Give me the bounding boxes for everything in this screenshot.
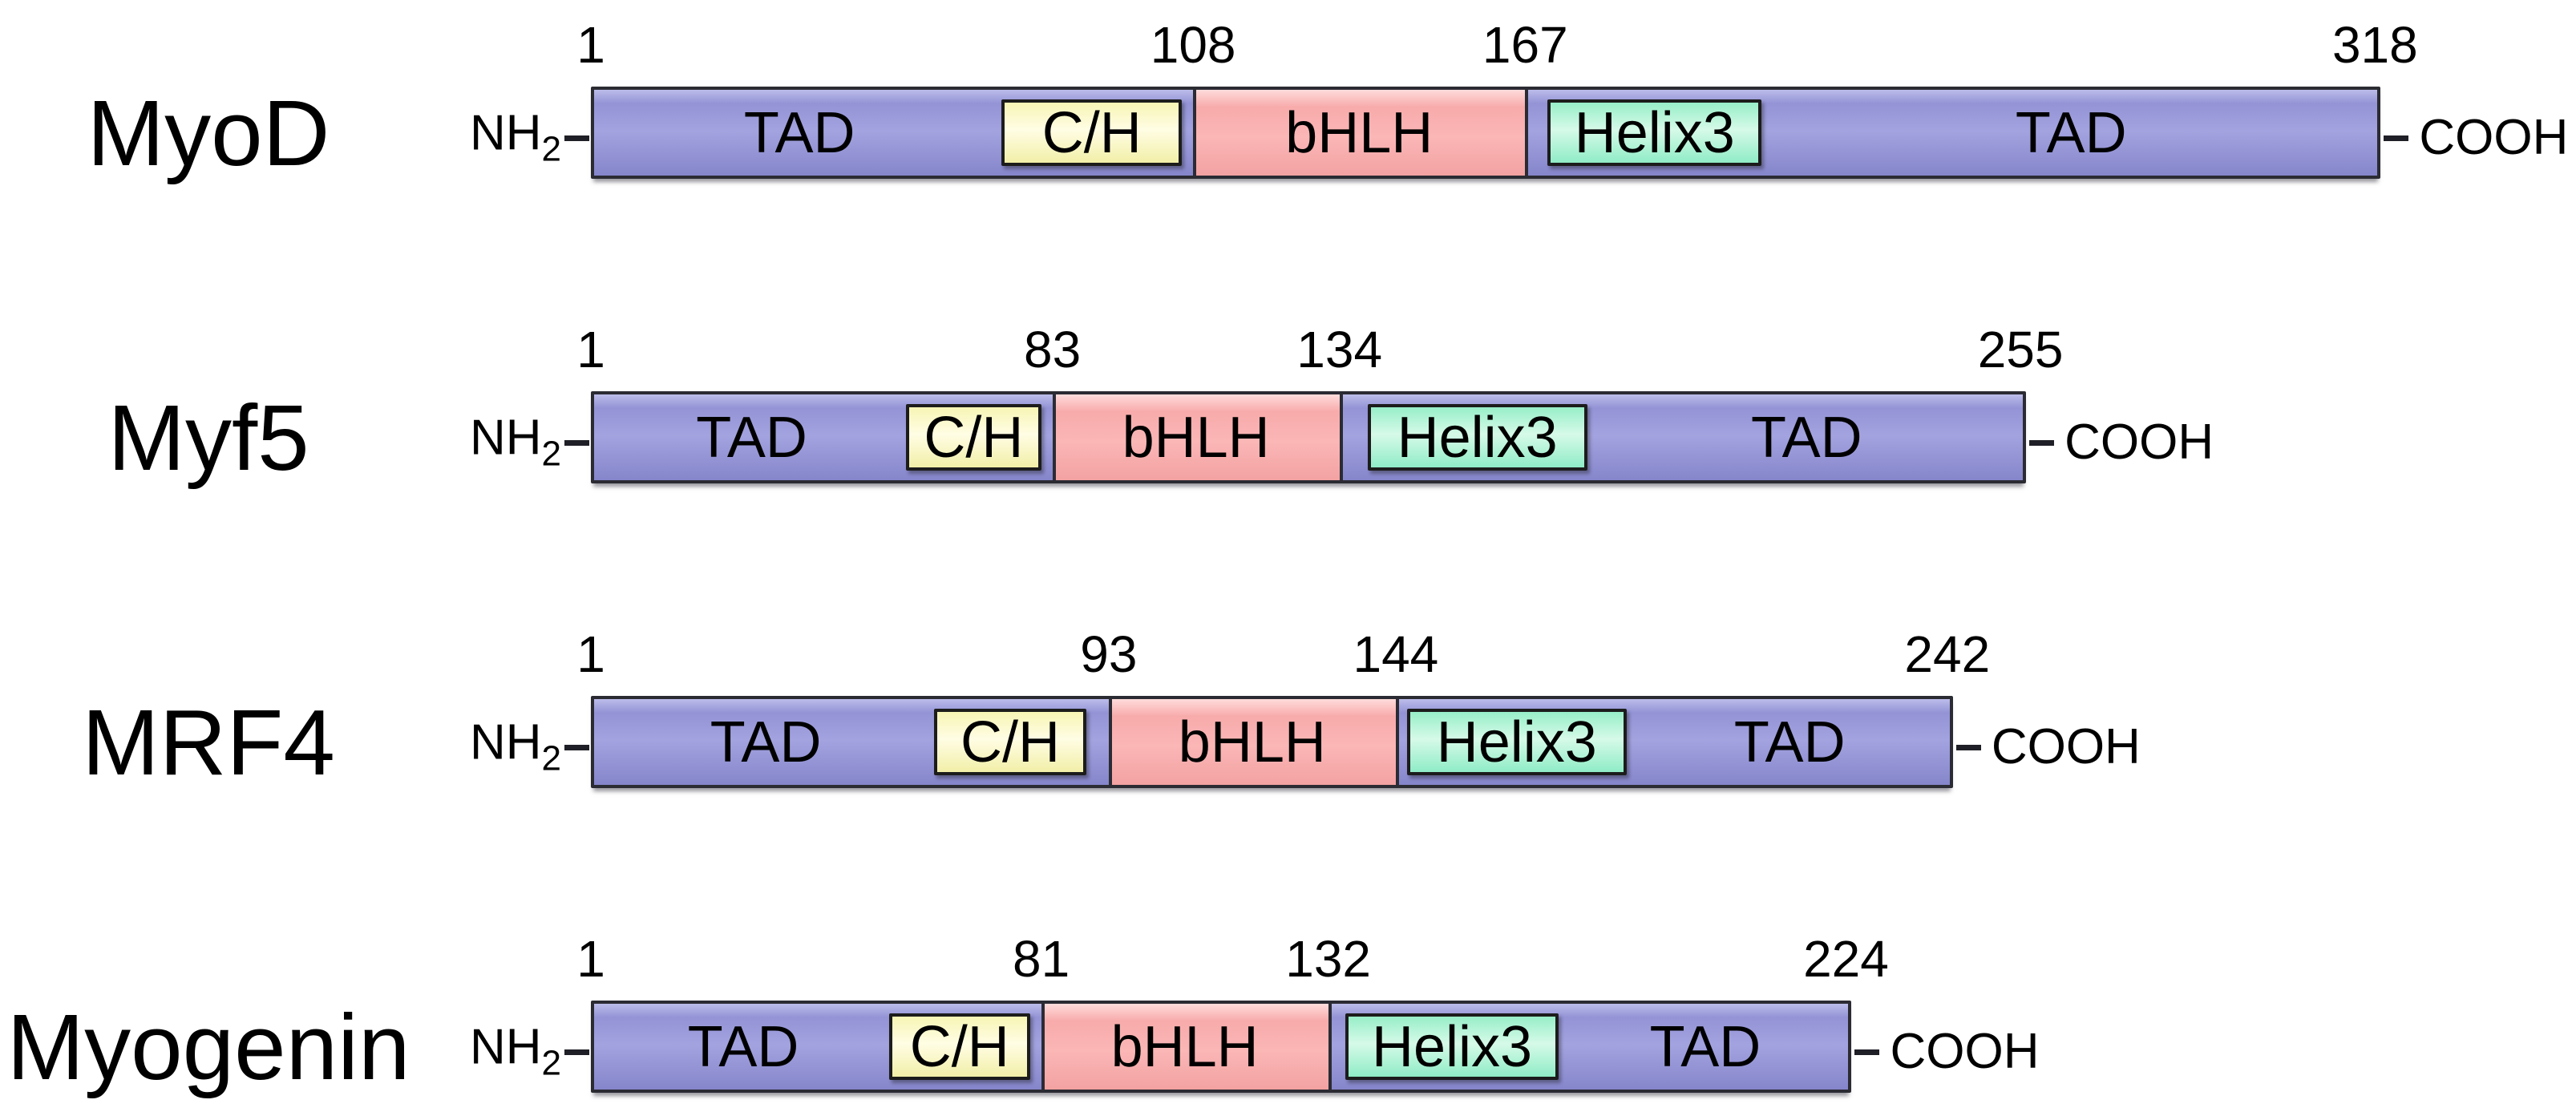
ch-domain-box: C/H <box>934 709 1086 775</box>
residue-tick-label: 255 <box>1977 321 2064 378</box>
nh2-main-text: NH <box>469 410 542 465</box>
residue-tick-label: 81 <box>1013 930 1070 988</box>
residue-tick-label: 108 <box>1150 16 1236 74</box>
residue-tick-label: 167 <box>1482 16 1568 74</box>
bhlh-domain-label: bHLH <box>1178 710 1326 774</box>
tad-c-label: TAD <box>1649 1014 1761 1079</box>
residue-tick-label: 1 <box>576 625 605 683</box>
nh2-subscript: 2 <box>541 738 561 778</box>
cooh-connector-dash <box>1854 1049 1880 1055</box>
nh2-subscript: 2 <box>541 1043 561 1082</box>
nh2-main-text: NH <box>469 714 542 770</box>
nh2-terminus-label: NH2 <box>0 108 561 167</box>
helix3-domain-box: Helix3 <box>1547 99 1762 166</box>
helix3-domain-box: Helix3 <box>1406 709 1627 775</box>
cooh-terminus-label: COOH <box>1890 1023 2040 1079</box>
residue-tick-label: 93 <box>1080 625 1138 683</box>
tad-n-label: TAD <box>696 405 807 470</box>
bhlh-domain-label: bHLH <box>1122 405 1270 470</box>
residue-tick-label: 1 <box>576 321 605 378</box>
ch-domain-box: C/H <box>1001 99 1183 166</box>
protein-name-label: Myogenin <box>6 994 410 1099</box>
ch-domain-label: C/H <box>960 710 1060 774</box>
tad-c-label: TAD <box>1733 710 1846 774</box>
protein-name-label: Myf5 <box>107 385 309 490</box>
nh2-connector-dash <box>564 1049 589 1055</box>
tad-c-label: TAD <box>2015 100 2127 165</box>
nh2-terminus-label: NH2 <box>0 413 561 471</box>
nh2-subscript: 2 <box>541 434 561 473</box>
helix3-domain-box: Helix3 <box>1367 404 1587 471</box>
ch-domain-label: C/H <box>924 405 1024 470</box>
backbone-bar: C/H Helix3 TAD bHLH TAD <box>591 696 1953 788</box>
bhlh-domain-region <box>1052 394 1343 480</box>
residue-tick-label: 318 <box>2331 16 2418 74</box>
residue-tick-label: 1 <box>576 16 605 74</box>
ch-domain-label: C/H <box>1041 100 1142 165</box>
helix3-domain-label: Helix3 <box>1372 1014 1533 1079</box>
tad-n-label: TAD <box>710 710 822 774</box>
nh2-connector-dash <box>564 744 589 750</box>
residue-tick-label: 132 <box>1285 930 1371 988</box>
cooh-terminus-label: COOH <box>2419 109 2569 165</box>
helix3-domain-label: Helix3 <box>1436 710 1597 774</box>
ch-domain-box: C/H <box>889 1013 1030 1080</box>
bhlh-domain-region <box>1041 1004 1332 1090</box>
helix3-domain-label: Helix3 <box>1574 100 1735 165</box>
cooh-connector-dash <box>1955 744 1981 750</box>
residue-tick-label: 242 <box>1904 625 1991 683</box>
nh2-connector-dash <box>564 135 589 141</box>
bhlh-domain-label: bHLH <box>1285 100 1434 165</box>
backbone-bar: C/H Helix3 TAD bHLH TAD <box>591 87 2381 179</box>
bhlh-domain-region <box>1193 90 1529 176</box>
helix3-domain-label: Helix3 <box>1397 405 1558 470</box>
cooh-terminus-label: COOH <box>2064 414 2214 470</box>
residue-tick-label: 83 <box>1024 321 1082 378</box>
ch-domain-label: C/H <box>909 1014 1009 1079</box>
cooh-connector-dash <box>2029 439 2055 446</box>
residue-tick-label: 144 <box>1353 625 1439 683</box>
tad-c-label: TAD <box>1750 405 1862 470</box>
ch-domain-box: C/H <box>906 404 1041 471</box>
protein-name-label: MRF4 <box>82 689 335 795</box>
bhlh-domain-region <box>1108 699 1399 785</box>
tad-n-label: TAD <box>743 100 855 165</box>
residue-tick-label: 1 <box>576 930 605 988</box>
bhlh-domain-label: bHLH <box>1110 1014 1259 1079</box>
helix3-domain-box: Helix3 <box>1345 1013 1559 1080</box>
nh2-terminus-label: NH2 <box>0 718 561 776</box>
nh2-terminus-label: NH2 <box>0 1022 561 1081</box>
backbone-bar: C/H Helix3 TAD bHLH TAD <box>591 391 2027 483</box>
nh2-main-text: NH <box>469 105 542 160</box>
tad-n-label: TAD <box>687 1014 799 1079</box>
nh2-main-text: NH <box>469 1019 542 1074</box>
cooh-terminus-label: COOH <box>1991 718 2141 774</box>
cooh-connector-dash <box>2384 135 2409 141</box>
backbone-bar: C/H Helix3 TAD bHLH TAD <box>591 1001 1852 1093</box>
nh2-connector-dash <box>564 439 589 446</box>
residue-tick-label: 224 <box>1803 930 1889 988</box>
protein-name-label: MyoD <box>87 80 330 185</box>
nh2-subscript: 2 <box>541 129 561 168</box>
residue-tick-label: 134 <box>1296 321 1383 378</box>
